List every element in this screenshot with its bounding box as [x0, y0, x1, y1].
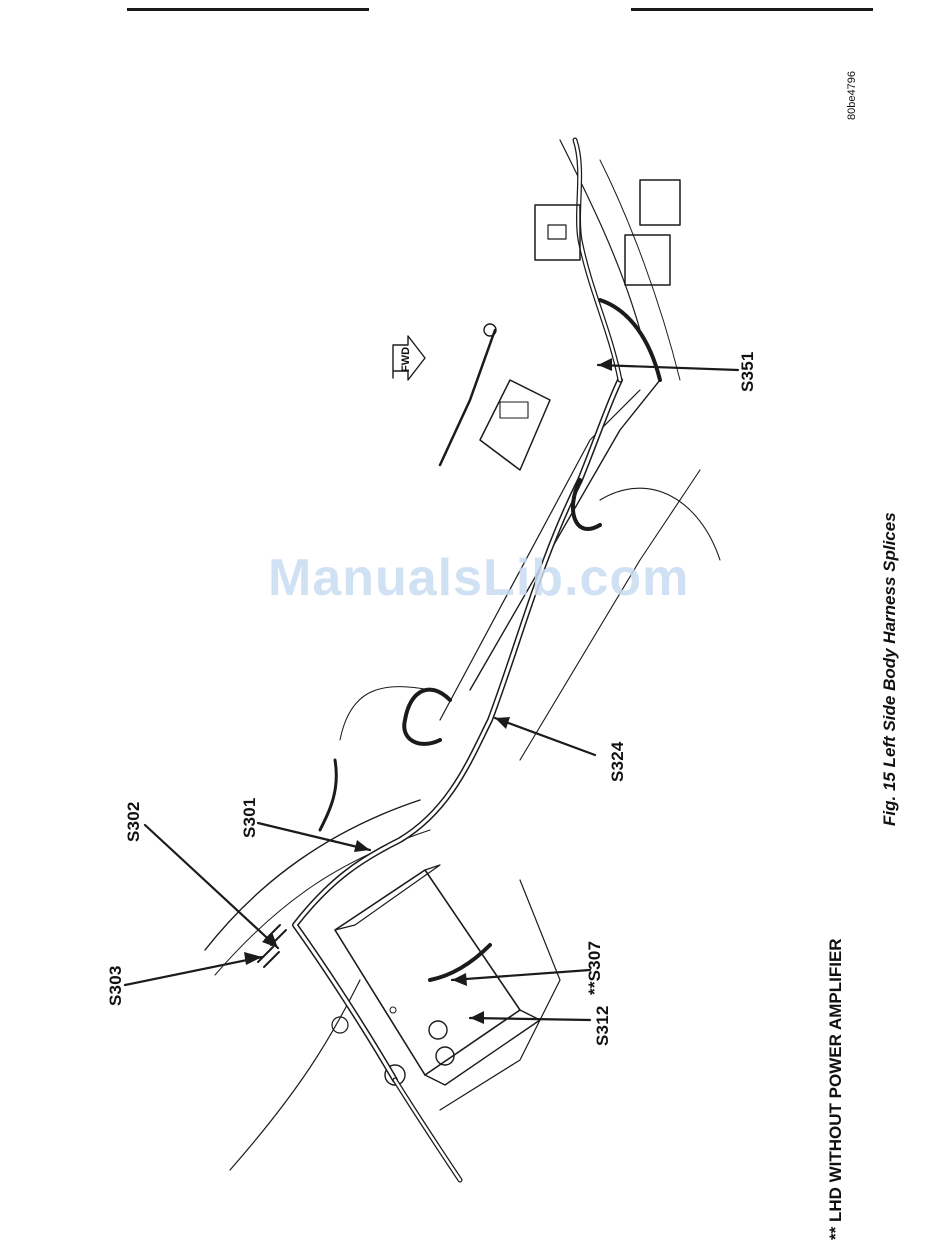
arrowhead-s307	[452, 973, 467, 986]
wheelhouse-arc	[205, 800, 420, 950]
main-harness-trunk	[295, 380, 620, 1080]
arrowhead-s312	[470, 1011, 484, 1024]
connector-block-1	[535, 205, 580, 260]
callout-s302: S302	[124, 801, 144, 842]
branch-harness-tail	[320, 760, 336, 830]
body-panel-outline	[230, 980, 360, 1170]
seat-module-connector	[500, 402, 528, 418]
callout-s312: S312	[593, 1005, 613, 1046]
callout-s301: S301	[240, 797, 260, 838]
branch-harness-rear-core	[395, 1080, 460, 1180]
connector-block-3	[625, 235, 670, 285]
watermark-text: ManualsLib.com	[268, 548, 689, 608]
branch-harness-pillar	[575, 140, 620, 380]
connector-block-2	[640, 180, 680, 225]
callout-s351: S351	[738, 351, 758, 392]
seat-module	[480, 380, 550, 470]
grommet-2	[332, 1017, 348, 1033]
leader-s312	[470, 1018, 590, 1020]
fastener-1	[429, 1021, 447, 1039]
arrowhead-s324	[495, 717, 510, 729]
rocker-rail	[470, 380, 660, 690]
leader-s302	[145, 825, 278, 948]
branch-harness-upper	[404, 690, 450, 744]
arrowhead-s351	[598, 358, 612, 371]
fwd-label: FWD	[400, 347, 412, 372]
module-box	[335, 870, 520, 1075]
connector-block-4	[548, 225, 566, 239]
main-harness-trunk-core	[295, 380, 620, 1080]
leader-s307	[452, 970, 590, 980]
figure-image-code: 80be4796	[846, 71, 858, 120]
figure-caption: Fig. 15 Left Side Body Harness Splices	[880, 512, 900, 826]
branch-harness-amp	[430, 945, 490, 980]
module-screw	[390, 1007, 396, 1013]
leader-s324	[495, 718, 595, 755]
callout-s303: S303	[106, 965, 126, 1006]
leader-s301	[258, 823, 370, 850]
leader-s303	[125, 957, 262, 985]
rocker-rail-3	[520, 470, 700, 760]
figure-note: ** LHD WITHOUT POWER AMPLIFIER	[826, 938, 846, 1240]
callout-s324: S324	[608, 741, 628, 782]
arrowhead-s301	[354, 840, 370, 852]
fastener-2	[436, 1047, 454, 1065]
callout-s307: **S307	[585, 941, 605, 995]
